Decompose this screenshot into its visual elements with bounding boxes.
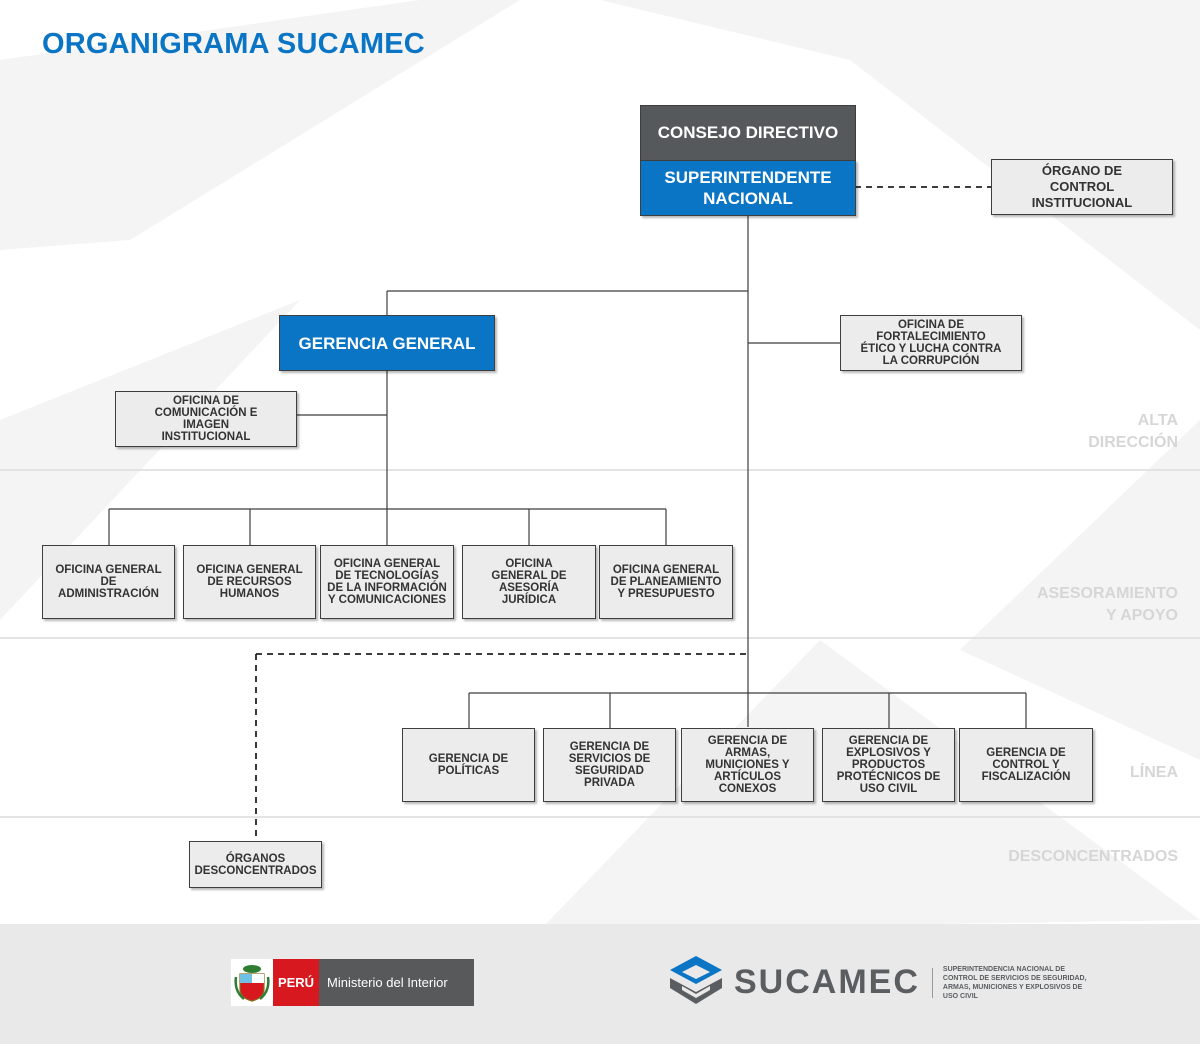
- ministerio-label: Ministerio del Interior: [319, 959, 474, 1006]
- logo-divider: [931, 967, 933, 998]
- level-label-line: ASESORAMIENTO: [1036, 585, 1178, 602]
- oficina-administracion-box: OFICINA GENERAL DE ADMINISTRACIÓN: [42, 545, 175, 619]
- oficina-comunicacion-box: OFICINA DE COMUNICACIÓN E IMAGEN INSTITU…: [115, 391, 297, 447]
- level-desconcentrados: DESCONCENTRADOS: [1008, 848, 1178, 865]
- gerencia-general-box: GERENCIA GENERAL: [279, 315, 495, 371]
- peru-label: PERÚ: [273, 959, 319, 1006]
- sucamec-logo: SUCAMEC SUPERINTENDENCIA NACIONAL DE CON…: [668, 955, 1093, 1010]
- sucamec-description: SUPERINTENDENCIA NACIONAL DE CONTROL DE …: [942, 965, 1087, 1000]
- peru-coat-of-arms-icon: [231, 959, 273, 1006]
- level-label-line: DIRECCIÓN: [1088, 434, 1178, 451]
- page-title: ORGANIGRAMA SUCAMEC: [42, 28, 425, 60]
- oficina-recursos-humanos-box: OFICINA GENERAL DE RECURSOS HUMANOS: [183, 545, 316, 619]
- level-asesoramiento: ASESORAMIENTO Y APOYO: [1037, 583, 1178, 627]
- organos-desconcentrados-box: ÓRGANOS DESCONCENTRADOS: [189, 841, 322, 888]
- level-label-line: ALTA: [1137, 412, 1178, 429]
- gerencia-control-fiscalizacion-box: GERENCIA DE CONTROL Y FISCALIZACIÓN: [959, 728, 1093, 802]
- ministerio-interior-logo: PERÚ Ministerio del Interior: [231, 959, 474, 1006]
- gerencia-politicas-box: GERENCIA DE POLÍTICAS: [402, 728, 535, 802]
- superintendente-nacional-box: SUPERINTENDENTE NACIONAL: [640, 160, 856, 216]
- oficina-asesoria-juridica-box: OFICINA GENERAL DE ASESORÍA JURÍDICA: [462, 545, 596, 619]
- gerencia-armas-box: GERENCIA DE ARMAS, MUNICIONES Y ARTÍCULO…: [681, 728, 814, 802]
- dashed-connectors: [255, 186, 991, 841]
- sucamec-logo-icon: [668, 954, 724, 1011]
- gerencia-seguridad-privada-box: GERENCIA DE SERVICIOS DE SEGURIDAD PRIVA…: [543, 728, 676, 802]
- level-label-line: Y APOYO: [1105, 607, 1178, 624]
- sucamec-wordmark: SUCAMEC: [734, 963, 920, 1001]
- organo-control-box: ÓRGANO DE CONTROL INSTITUCIONAL: [991, 159, 1173, 215]
- oficina-etica-box: OFICINA DE FORTALECIMIENTO ÉTICO Y LUCHA…: [840, 315, 1022, 371]
- oficina-tecnologias-box: OFICINA GENERAL DE TECNOLOGÍAS DE LA INF…: [320, 545, 454, 619]
- level-separators: [0, 469, 1200, 818]
- connector-lines: [108, 216, 1027, 728]
- level-linea: LÍNEA: [1130, 764, 1178, 781]
- oficina-planeamiento-box: OFICINA GENERAL DE PLANEAMIENTO Y PRESUP…: [599, 545, 733, 619]
- level-alta-direccion: ALTA DIRECCIÓN: [1088, 410, 1178, 454]
- footer: [0, 924, 1200, 1044]
- consejo-directivo-box: CONSEJO DIRECTIVO: [640, 105, 856, 161]
- gerencia-explosivos-box: GERENCIA DE EXPLOSIVOS Y PRODUCTOS PROTÉ…: [822, 728, 955, 802]
